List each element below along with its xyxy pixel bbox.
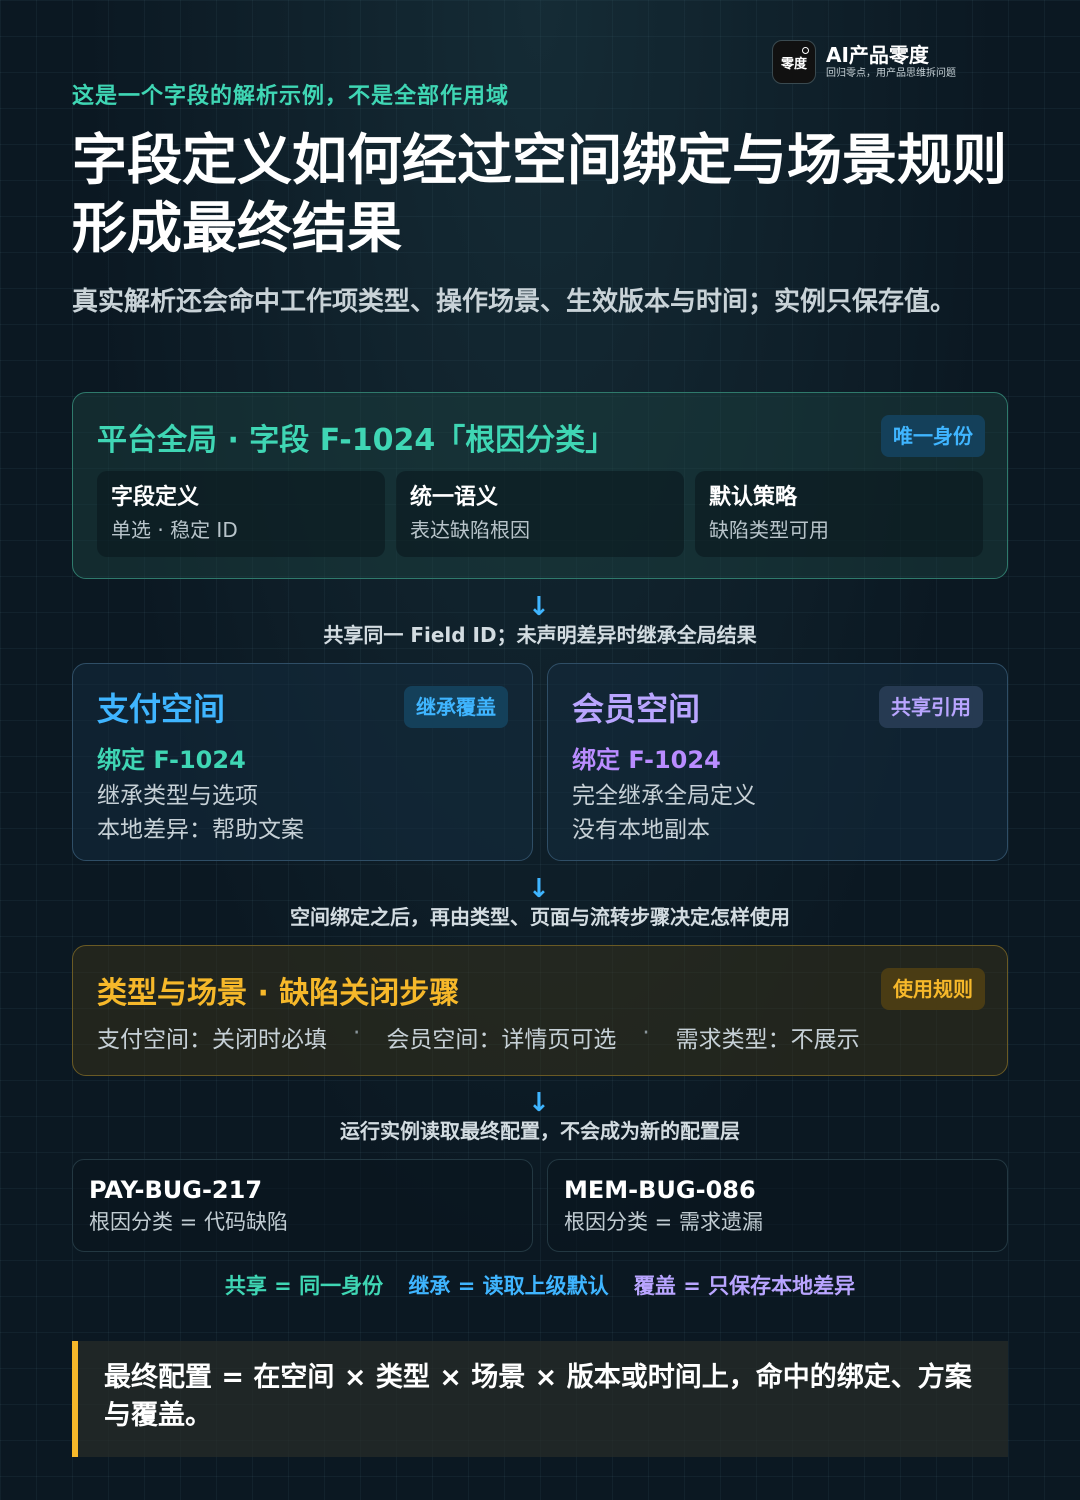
instance-card: MEM-BUG-086 根因分类 = 需求遗漏	[547, 1159, 1008, 1252]
flow-caption-3: 运行实例读取最终配置，不会成为新的配置层	[340, 1119, 740, 1143]
rule-item: 支付空间：关闭时必填	[97, 1027, 327, 1053]
rule-item: 需求类型：不展示	[675, 1027, 860, 1053]
space-line: 没有本地副本	[572, 817, 710, 843]
flow-caption-2: 空间绑定之后，再由类型、页面与流转步骤决定怎样使用	[290, 905, 790, 929]
brand: 零度 AI产品零度 回归零点，用产品思维拆问题	[772, 40, 956, 84]
space-line: 本地差异：帮助文案	[97, 817, 304, 843]
rule-item: 会员空间：详情页可选	[386, 1027, 617, 1053]
legend: 共享 = 同一身份 继承 = 读取上级默认 覆盖 = 只保存本地差异	[0, 1270, 1080, 1300]
global-item-detail: 缺陷类型可用	[709, 518, 829, 542]
global-item-detail: 单选 · 稳定 ID	[111, 518, 238, 542]
rules-list: 支付空间：关闭时必填 · 会员空间：详情页可选 · 需求类型：不展示	[97, 1020, 860, 1054]
rules-badge: 使用规则	[881, 968, 985, 1010]
global-item: 字段定义 单选 · 稳定 ID	[97, 471, 385, 557]
final-summary-text: 最终配置 = 在空间 × 类型 × 场景 × 版本或时间上，命中的绑定、方案与覆…	[104, 1362, 972, 1431]
rule-separator: ·	[353, 1020, 361, 1046]
instance-id: PAY-BUG-217	[89, 1176, 263, 1204]
page-subtitle: 真实解析还会命中工作项类型、操作场景、生效版本与时间；实例只保存值。	[72, 287, 957, 317]
legend-override: 覆盖 = 只保存本地差异	[633, 1274, 856, 1298]
page-title: 字段定义如何经过空间绑定与场景规则形成最终结果	[72, 128, 1008, 260]
global-item: 统一语义 表达缺陷根因	[396, 471, 684, 557]
global-item-heading: 字段定义	[111, 485, 200, 510]
instance-value: 根因分类 = 代码缺陷	[89, 1210, 288, 1234]
space-card-member: 会员空间 共享引用 绑定 F-1024 完全继承全局定义 没有本地副本	[547, 663, 1008, 861]
global-item-heading: 统一语义	[410, 485, 499, 510]
global-card: 平台全局 · 字段 F-1024「根因分类」 唯一身份 字段定义 单选 · 稳定…	[72, 392, 1008, 579]
brand-logo-dot	[802, 47, 809, 54]
space-title: 支付空间	[97, 690, 226, 728]
instance-id: MEM-BUG-086	[564, 1176, 756, 1204]
space-binding: 绑定 F-1024	[572, 746, 721, 774]
brand-tagline: 回归零点，用产品思维拆问题	[826, 68, 956, 79]
space-line: 完全继承全局定义	[572, 783, 756, 809]
space-badge: 共享引用	[879, 686, 983, 728]
brand-name: AI产品零度	[826, 43, 929, 67]
brand-logo-icon: 零度	[772, 40, 816, 84]
instance-value: 根因分类 = 需求遗漏	[564, 1210, 763, 1234]
rules-card-title: 类型与场景 · 缺陷关闭步骤	[97, 976, 460, 1011]
global-item: 默认策略 缺陷类型可用	[695, 471, 983, 557]
global-card-title: 平台全局 · 字段 F-1024「根因分类」	[97, 423, 616, 458]
kicker: 这是一个字段的解析示例，不是全部作用域	[72, 84, 510, 109]
space-title: 会员空间	[572, 690, 701, 728]
space-line: 继承类型与选项	[97, 783, 258, 809]
space-binding: 绑定 F-1024	[97, 746, 246, 774]
global-item-detail: 表达缺陷根因	[410, 518, 530, 542]
global-badge: 唯一身份	[881, 415, 985, 457]
global-item-heading: 默认策略	[709, 485, 798, 510]
rule-separator: ·	[642, 1020, 650, 1046]
legend-inherit: 继承 = 读取上级默认	[408, 1274, 609, 1298]
down-arrow-icon: ↓	[528, 1088, 550, 1118]
down-arrow-icon: ↓	[528, 874, 550, 904]
rules-card: 类型与场景 · 缺陷关闭步骤 使用规则 支付空间：关闭时必填 · 会员空间：详情…	[72, 945, 1008, 1076]
space-badge: 继承覆盖	[404, 686, 508, 728]
flow-caption-1: 共享同一 Field ID；未声明差异时继承全局结果	[323, 623, 757, 647]
final-summary: 最终配置 = 在空间 × 类型 × 场景 × 版本或时间上，命中的绑定、方案与覆…	[72, 1341, 1008, 1457]
instance-card: PAY-BUG-217 根因分类 = 代码缺陷	[72, 1159, 533, 1252]
legend-share: 共享 = 同一身份	[224, 1274, 384, 1298]
down-arrow-icon: ↓	[528, 592, 550, 622]
space-card-payment: 支付空间 继承覆盖 绑定 F-1024 继承类型与选项 本地差异：帮助文案	[72, 663, 533, 861]
brand-logo-text: 零度	[780, 56, 807, 72]
